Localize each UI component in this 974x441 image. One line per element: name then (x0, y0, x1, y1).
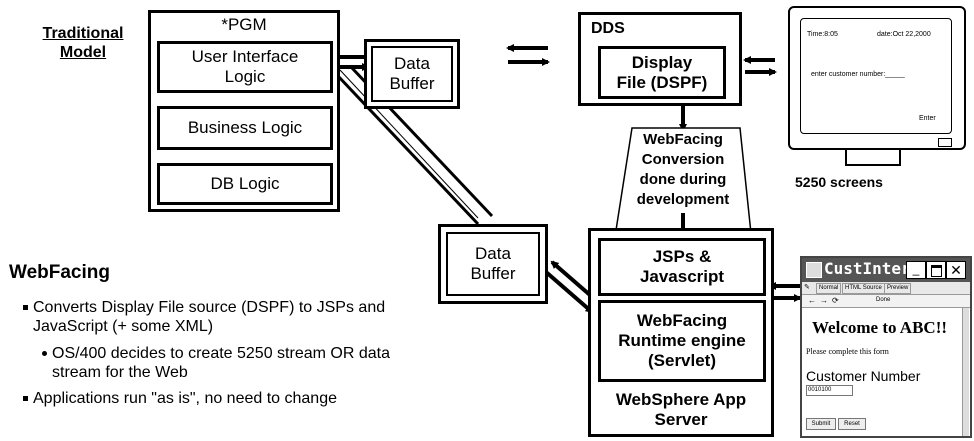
runtime-engine-box: WebFacing Runtime engine (Servlet) (598, 300, 766, 382)
browser-window: CustInterI... _ ✕ ✎ Normal HTML Source P… (800, 256, 972, 438)
traditional-label-line1: Traditional (42, 25, 124, 42)
bullet-converts: Converts Display File source (DSPF) to J… (23, 298, 553, 336)
submit-button[interactable]: Submit (806, 418, 836, 430)
bullet-converts-line2: JavaScript (+ some XML) (33, 318, 214, 335)
conversion-line4: development (636, 191, 730, 208)
tab-normal[interactable]: Normal (816, 283, 842, 294)
data-buffer-bottom-line1: Data (475, 244, 511, 263)
sub-bullet-os400: OS/400 decides to create 5250 stream OR … (42, 344, 552, 382)
customer-number-input[interactable]: 0010100 (806, 385, 853, 396)
browser-status: Done (876, 297, 891, 303)
terminal-enter: Enter (919, 115, 936, 122)
pencil-icon: ✎ (804, 284, 810, 291)
terminal-button (938, 138, 952, 147)
customer-number-label: Customer Number (806, 368, 921, 384)
conversion-line3: done during (639, 171, 727, 188)
terminal-caption: 5250 screens (795, 174, 883, 190)
db-logic-label: DB Logic (210, 174, 280, 193)
back-icon[interactable]: ← (808, 296, 816, 305)
traditional-label-line2: Model (59, 44, 107, 61)
jsp-line2: Javascript (639, 267, 725, 286)
browser-scrollbar[interactable] (962, 308, 969, 436)
terminal-prompt: enter customer number:_____ (811, 71, 905, 78)
display-file-box: Display File (DSPF) (598, 46, 726, 99)
terminal-monitor: Time:8:05 date:Oct 22,2000 enter custome… (788, 6, 966, 150)
browser-app-icon (806, 262, 822, 278)
browser-minimize-button[interactable]: _ (906, 261, 926, 279)
runtime-line1: WebFacing (636, 311, 728, 330)
display-file-line1: Display (631, 52, 693, 72)
terminal-time: Time:8:05 (807, 31, 838, 38)
db-logic-box: DB Logic (157, 163, 333, 205)
dds-title: DDS (591, 20, 625, 37)
dds-terminal-arrows (743, 56, 777, 76)
websphere-line1: WebSphere App (615, 390, 747, 409)
bullet-converts-line1: Converts Display File source (DSPF) to J… (33, 299, 386, 316)
websphere-line2: Server (654, 410, 708, 429)
jsp-box: JSPs & Javascript (598, 238, 766, 296)
terminal-date: date:Oct 22,2000 (877, 31, 931, 38)
browser-close-button[interactable]: ✕ (946, 261, 966, 279)
sub-bullet-line2: stream for the Web (52, 364, 188, 381)
browser-maximize-button[interactable] (926, 261, 946, 279)
webfacing-bullets: Converts Display File source (DSPF) to J… (23, 298, 553, 336)
pgm-title: *PGM (221, 15, 267, 34)
data-buffer-top: Data Buffer (371, 46, 453, 102)
data-buffer-bottom: Data Buffer (446, 232, 540, 296)
websphere-label: WebSphere App Server (592, 390, 770, 430)
display-file-line2: File (DSPF) (616, 72, 708, 92)
jsp-line1: JSPs & (652, 247, 712, 266)
business-logic-label: Business Logic (187, 118, 303, 137)
conversion-line1: WebFacing (643, 131, 723, 148)
business-logic-box: Business Logic (157, 106, 333, 150)
ui-logic-line2: Logic (224, 67, 266, 86)
ui-logic-line1: User Interface (191, 47, 299, 66)
runtime-browser-arrows (768, 282, 802, 302)
tab-html-source[interactable]: HTML Source (842, 283, 885, 294)
ui-logic-box: User Interface Logic (157, 41, 333, 93)
terminal-stand (845, 150, 901, 166)
sub-bullet-line1: OS/400 decides to create 5250 stream OR … (52, 345, 390, 362)
terminal-screen: Time:8:05 date:Oct 22,2000 enter custome… (800, 18, 952, 134)
reset-button[interactable]: Reset (838, 418, 866, 430)
data-buffer-top-line2: Buffer (389, 74, 435, 93)
data-buffer-bottom-line2: Buffer (470, 264, 516, 283)
tab-preview[interactable]: Preview (884, 283, 912, 294)
buffer-dds-arrows (506, 44, 550, 66)
webfacing-title: WebFacing (9, 262, 110, 283)
conversion-text: WebFacing Conversion done during develop… (618, 130, 748, 210)
runtime-line2: Runtime engine (618, 331, 746, 350)
browser-tabbar: ✎ Normal HTML Source Preview (802, 282, 970, 295)
browser-toolbar: ← → ⟳ Done (802, 295, 970, 308)
webfacing-bullets-2: Applications run "as is", no need to cha… (23, 389, 553, 408)
runtime-line3: (Servlet) (647, 351, 717, 370)
forward-icon[interactable]: → (820, 296, 828, 305)
maximize-icon (931, 265, 942, 277)
webfacing-subbullets: OS/400 decides to create 5250 stream OR … (42, 344, 552, 382)
traditional-model-label: Traditional Model (38, 24, 128, 62)
browser-heading: Welcome to ABC!! (812, 318, 948, 337)
conversion-line2: Conversion (641, 151, 725, 168)
bullet-run-as-is: Applications run "as is", no need to cha… (23, 389, 553, 408)
data-buffer-top-line1: Data (394, 54, 430, 73)
browser-subtext: Please complete this form (806, 347, 889, 356)
refresh-icon[interactable]: ⟳ (832, 296, 839, 305)
